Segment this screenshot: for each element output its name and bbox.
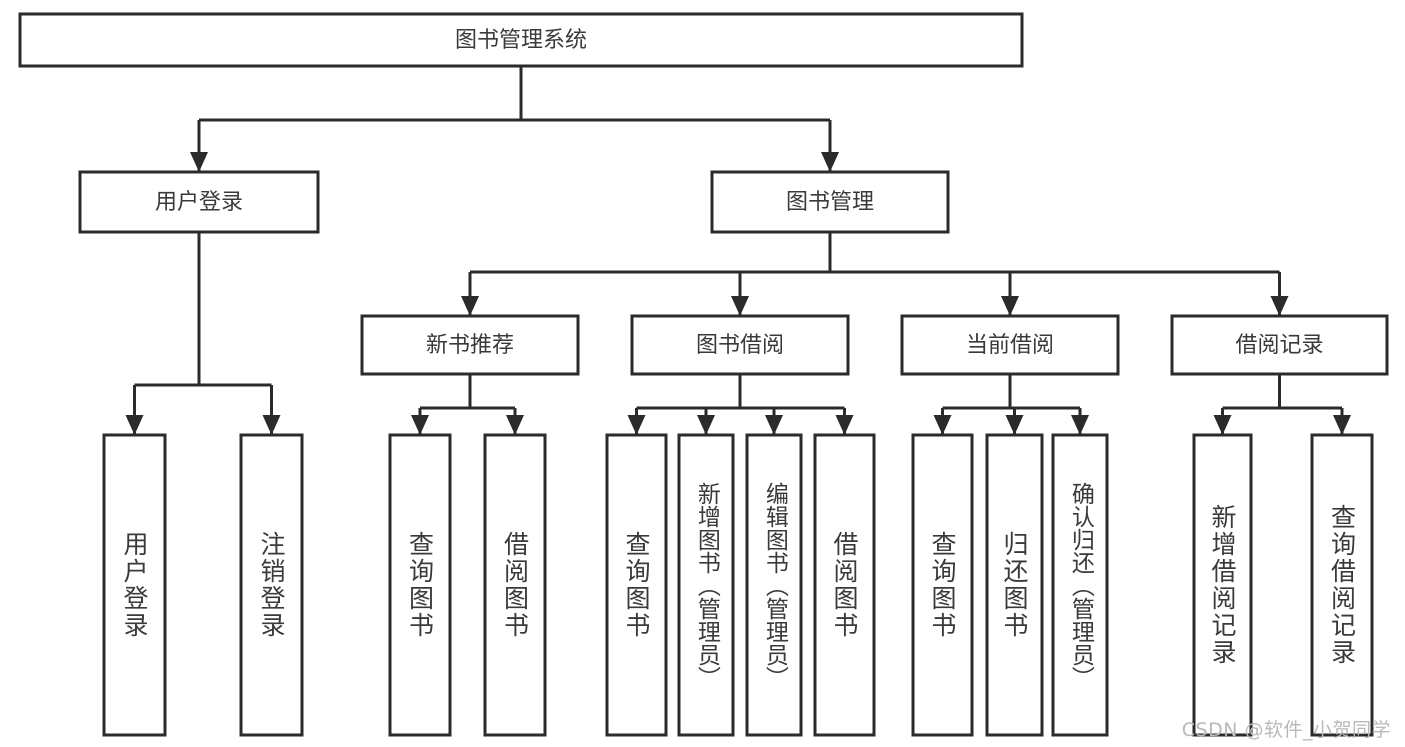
leaf-box-leaf-add-book xyxy=(677,433,735,737)
arrow-head-icon xyxy=(506,415,524,435)
arrow-head-icon xyxy=(821,152,839,172)
node-box-new-book-rec xyxy=(360,314,580,376)
node-box-book-manage xyxy=(710,170,950,234)
leaf-box-leaf-user-logout xyxy=(239,433,304,737)
leaf-box-leaf-query-book-1 xyxy=(388,433,452,737)
node-box-book-borrow xyxy=(630,314,850,376)
leaf-box-leaf-query-record xyxy=(1310,433,1374,737)
node-label-borrow-record: 借阅记录 xyxy=(1235,333,1323,358)
node-label-book-borrow: 图书借阅 xyxy=(696,333,784,358)
arrow-head-icon xyxy=(1001,296,1019,316)
arrow-head-icon xyxy=(1005,415,1024,435)
connectors-layer xyxy=(125,66,1351,435)
arrow-head-icon xyxy=(731,296,749,316)
node-label-book-manage: 图书管理 xyxy=(786,190,874,215)
leaf-box-leaf-add-record xyxy=(1192,433,1253,737)
leaf-box-leaf-user-login xyxy=(102,433,167,737)
node-box-user-login xyxy=(78,170,320,234)
node-label-current-borrow: 当前借阅 xyxy=(966,333,1054,358)
node-box-current-borrow xyxy=(900,314,1120,376)
leaf-box-leaf-return-book xyxy=(985,433,1044,737)
leaf-box-leaf-confirm-return xyxy=(1051,433,1109,737)
arrow-head-icon xyxy=(411,415,429,435)
arrow-head-icon xyxy=(190,152,208,172)
node-label-root: 图书管理系统 xyxy=(455,28,587,53)
arrow-head-icon xyxy=(1270,296,1289,316)
arrow-head-icon xyxy=(1071,415,1089,435)
arrow-head-icon xyxy=(697,415,715,435)
arrow-head-icon xyxy=(627,415,646,435)
leaf-box-leaf-borrow-book-2 xyxy=(813,433,876,737)
leaf-box-leaf-borrow-book-1 xyxy=(483,433,547,737)
boxes-layer xyxy=(18,12,1389,737)
arrow-head-icon xyxy=(1213,415,1232,435)
arrow-head-icon xyxy=(765,415,783,435)
node-label-new-book-rec: 新书推荐 xyxy=(426,333,514,358)
arrow-head-icon xyxy=(461,296,479,316)
node-box-root xyxy=(18,12,1024,68)
arrow-head-icon xyxy=(1333,415,1351,435)
csdn-watermark: CSDN @软件_小贺同学 xyxy=(1181,719,1391,741)
leaf-box-leaf-query-book-3 xyxy=(911,433,974,737)
arrow-head-icon xyxy=(262,415,281,435)
arrow-head-icon xyxy=(835,415,854,435)
leaf-box-leaf-edit-book xyxy=(745,433,803,737)
arrow-head-icon xyxy=(933,415,952,435)
node-label-user-login: 用户登录 xyxy=(155,190,243,215)
leaf-box-leaf-query-book-2 xyxy=(605,433,668,737)
arrow-head-icon xyxy=(125,415,144,435)
node-box-borrow-record xyxy=(1170,314,1389,376)
